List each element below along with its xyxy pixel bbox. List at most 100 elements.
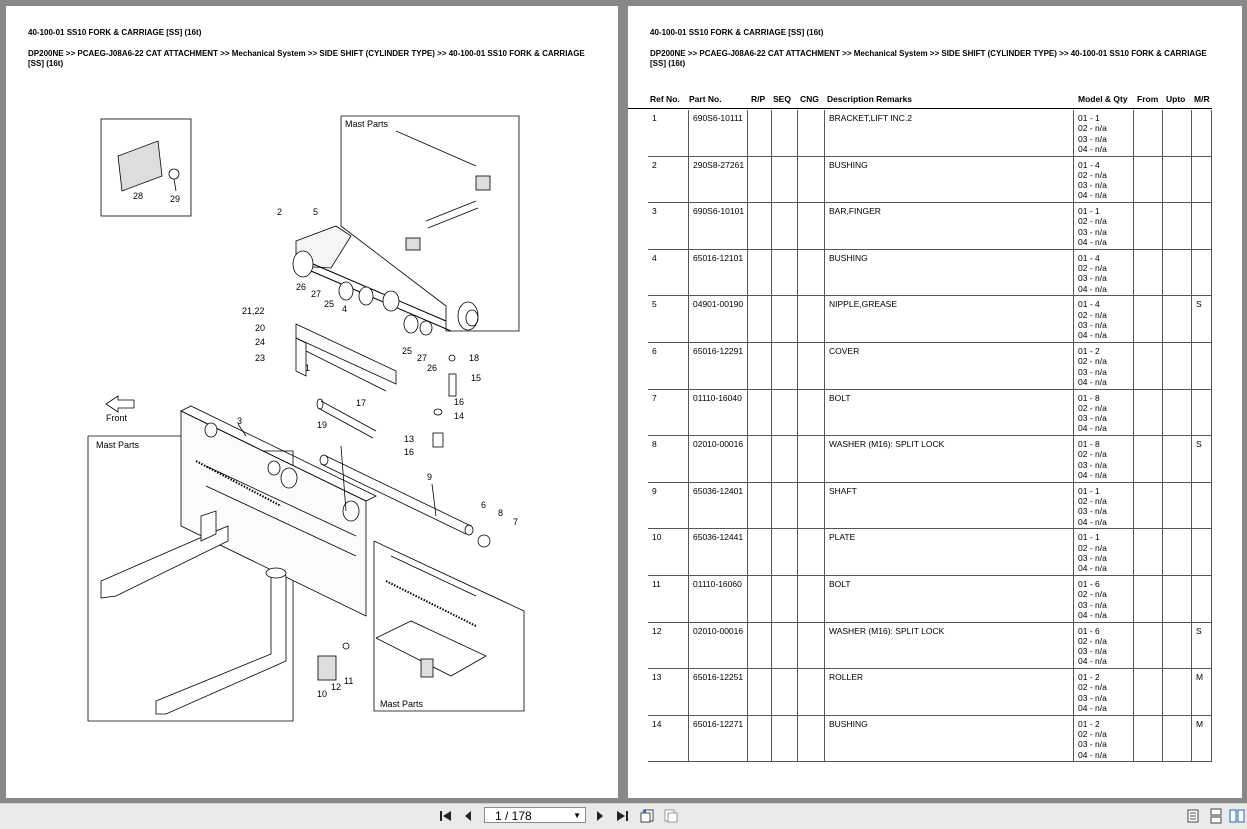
callout-18: 18 <box>469 353 479 363</box>
cell-from <box>1134 575 1163 622</box>
qty-line: 03 - n/a <box>1078 366 1107 377</box>
callout-14: 14 <box>454 411 464 421</box>
prev-page-icon[interactable] <box>460 808 476 824</box>
cell-part: 65016-12101 <box>689 249 748 296</box>
cell-part: 65016-12291 <box>689 342 748 389</box>
cell-upto <box>1163 389 1192 436</box>
qty-line: 03 - n/a <box>1078 180 1107 191</box>
qty-line: 04 - n/a <box>1078 563 1107 574</box>
cell-seq <box>772 622 798 669</box>
cell-upto <box>1163 203 1192 249</box>
cell-desc: ROLLER <box>825 669 1074 715</box>
cell-rp <box>748 622 772 669</box>
cell-cng <box>798 669 825 715</box>
cell-upto <box>1163 482 1192 529</box>
continuous-icon[interactable] <box>1208 808 1224 824</box>
qty-line: 04 - n/a <box>1078 423 1107 434</box>
two-page-icon[interactable] <box>1229 808 1245 824</box>
cell-cng <box>798 296 825 342</box>
cell-rp <box>748 575 772 622</box>
callout-8: 8 <box>498 508 503 518</box>
cell-mr <box>1192 342 1212 389</box>
col-rp: R/P <box>751 94 766 104</box>
qty-line: 03 - n/a <box>1078 506 1107 517</box>
qty-line: 02 - n/a <box>1078 589 1107 600</box>
cell-rp <box>748 342 772 389</box>
cell-desc: NIPPLE,GREASE <box>825 296 1074 342</box>
cell-seq <box>772 156 798 203</box>
cell-part: 65036-12401 <box>689 482 748 529</box>
cell-seq <box>772 296 798 342</box>
cell-mr <box>1192 529 1212 575</box>
callout-21-22: 21,22 <box>242 306 265 316</box>
callout-25b: 25 <box>402 346 412 356</box>
front-arrow-icon <box>105 395 135 413</box>
first-page-icon[interactable] <box>438 808 454 824</box>
cell-upto <box>1163 249 1192 296</box>
cell-from <box>1134 110 1163 156</box>
qty-line: 01 - 4 <box>1078 299 1100 310</box>
cell-desc: BUSHING <box>825 156 1074 203</box>
callout-11: 11 <box>344 676 353 686</box>
cell-mr: M <box>1192 669 1212 715</box>
callout-1: 1 <box>305 363 310 373</box>
single-page-icon[interactable] <box>1185 808 1201 824</box>
cell-seq <box>772 389 798 436</box>
qty-line: 03 - n/a <box>1078 459 1107 470</box>
cell-from <box>1134 342 1163 389</box>
cell-cng <box>798 529 825 575</box>
cell-cng <box>798 622 825 669</box>
page-indicator: 1 / 178 <box>495 809 532 823</box>
qty-line: 04 - n/a <box>1078 703 1107 714</box>
callout-6: 6 <box>481 500 486 510</box>
cell-seq <box>772 203 798 249</box>
callout-27: 27 <box>311 289 321 299</box>
col-upto: Upto <box>1166 94 1186 104</box>
qty-line: 03 - n/a <box>1078 739 1107 750</box>
next-page-icon[interactable] <box>592 808 608 824</box>
previous-view-icon[interactable] <box>639 808 655 824</box>
callout-19: 19 <box>317 420 327 430</box>
cell-upto <box>1163 575 1192 622</box>
qty-line: 04 - n/a <box>1078 190 1107 201</box>
cell-desc: BOLT <box>825 389 1074 436</box>
cell-part: 65036-12441 <box>689 529 748 575</box>
cell-mr: S <box>1192 622 1212 669</box>
callout-3: 3 <box>237 416 242 426</box>
callout-5: 5 <box>313 207 318 217</box>
cell-rp <box>748 669 772 715</box>
cell-desc: BUSHING <box>825 249 1074 296</box>
last-page-icon[interactable] <box>614 808 630 824</box>
qty-line: 02 - n/a <box>1078 729 1107 740</box>
qty-line: 01 - 6 <box>1078 625 1100 636</box>
col-from: From <box>1137 94 1159 104</box>
page-number-select[interactable]: 1 / 178 ▼ <box>484 807 586 823</box>
callout-13: 13 <box>404 434 414 444</box>
cell-part: 01110-16040 <box>689 389 748 436</box>
qty-line: 03 - n/a <box>1078 319 1107 330</box>
cell-cng <box>798 203 825 249</box>
next-view-icon[interactable] <box>663 808 679 824</box>
mast-parts-box-top <box>340 115 520 332</box>
cell-part: 02010-00016 <box>689 436 748 482</box>
qty-line: 01 - 1 <box>1078 113 1100 123</box>
qty-line: 02 - n/a <box>1078 496 1107 507</box>
cell-upto <box>1163 342 1192 389</box>
qty-line: 04 - n/a <box>1078 237 1107 248</box>
cell-ref: 7 <box>648 389 689 436</box>
breadcrumb: DP200NE >> PCAEG-J08A6-22 CAT ATTACHMENT… <box>650 49 1207 68</box>
qty-line: 01 - 1 <box>1078 206 1100 217</box>
callout-24: 24 <box>255 337 265 347</box>
